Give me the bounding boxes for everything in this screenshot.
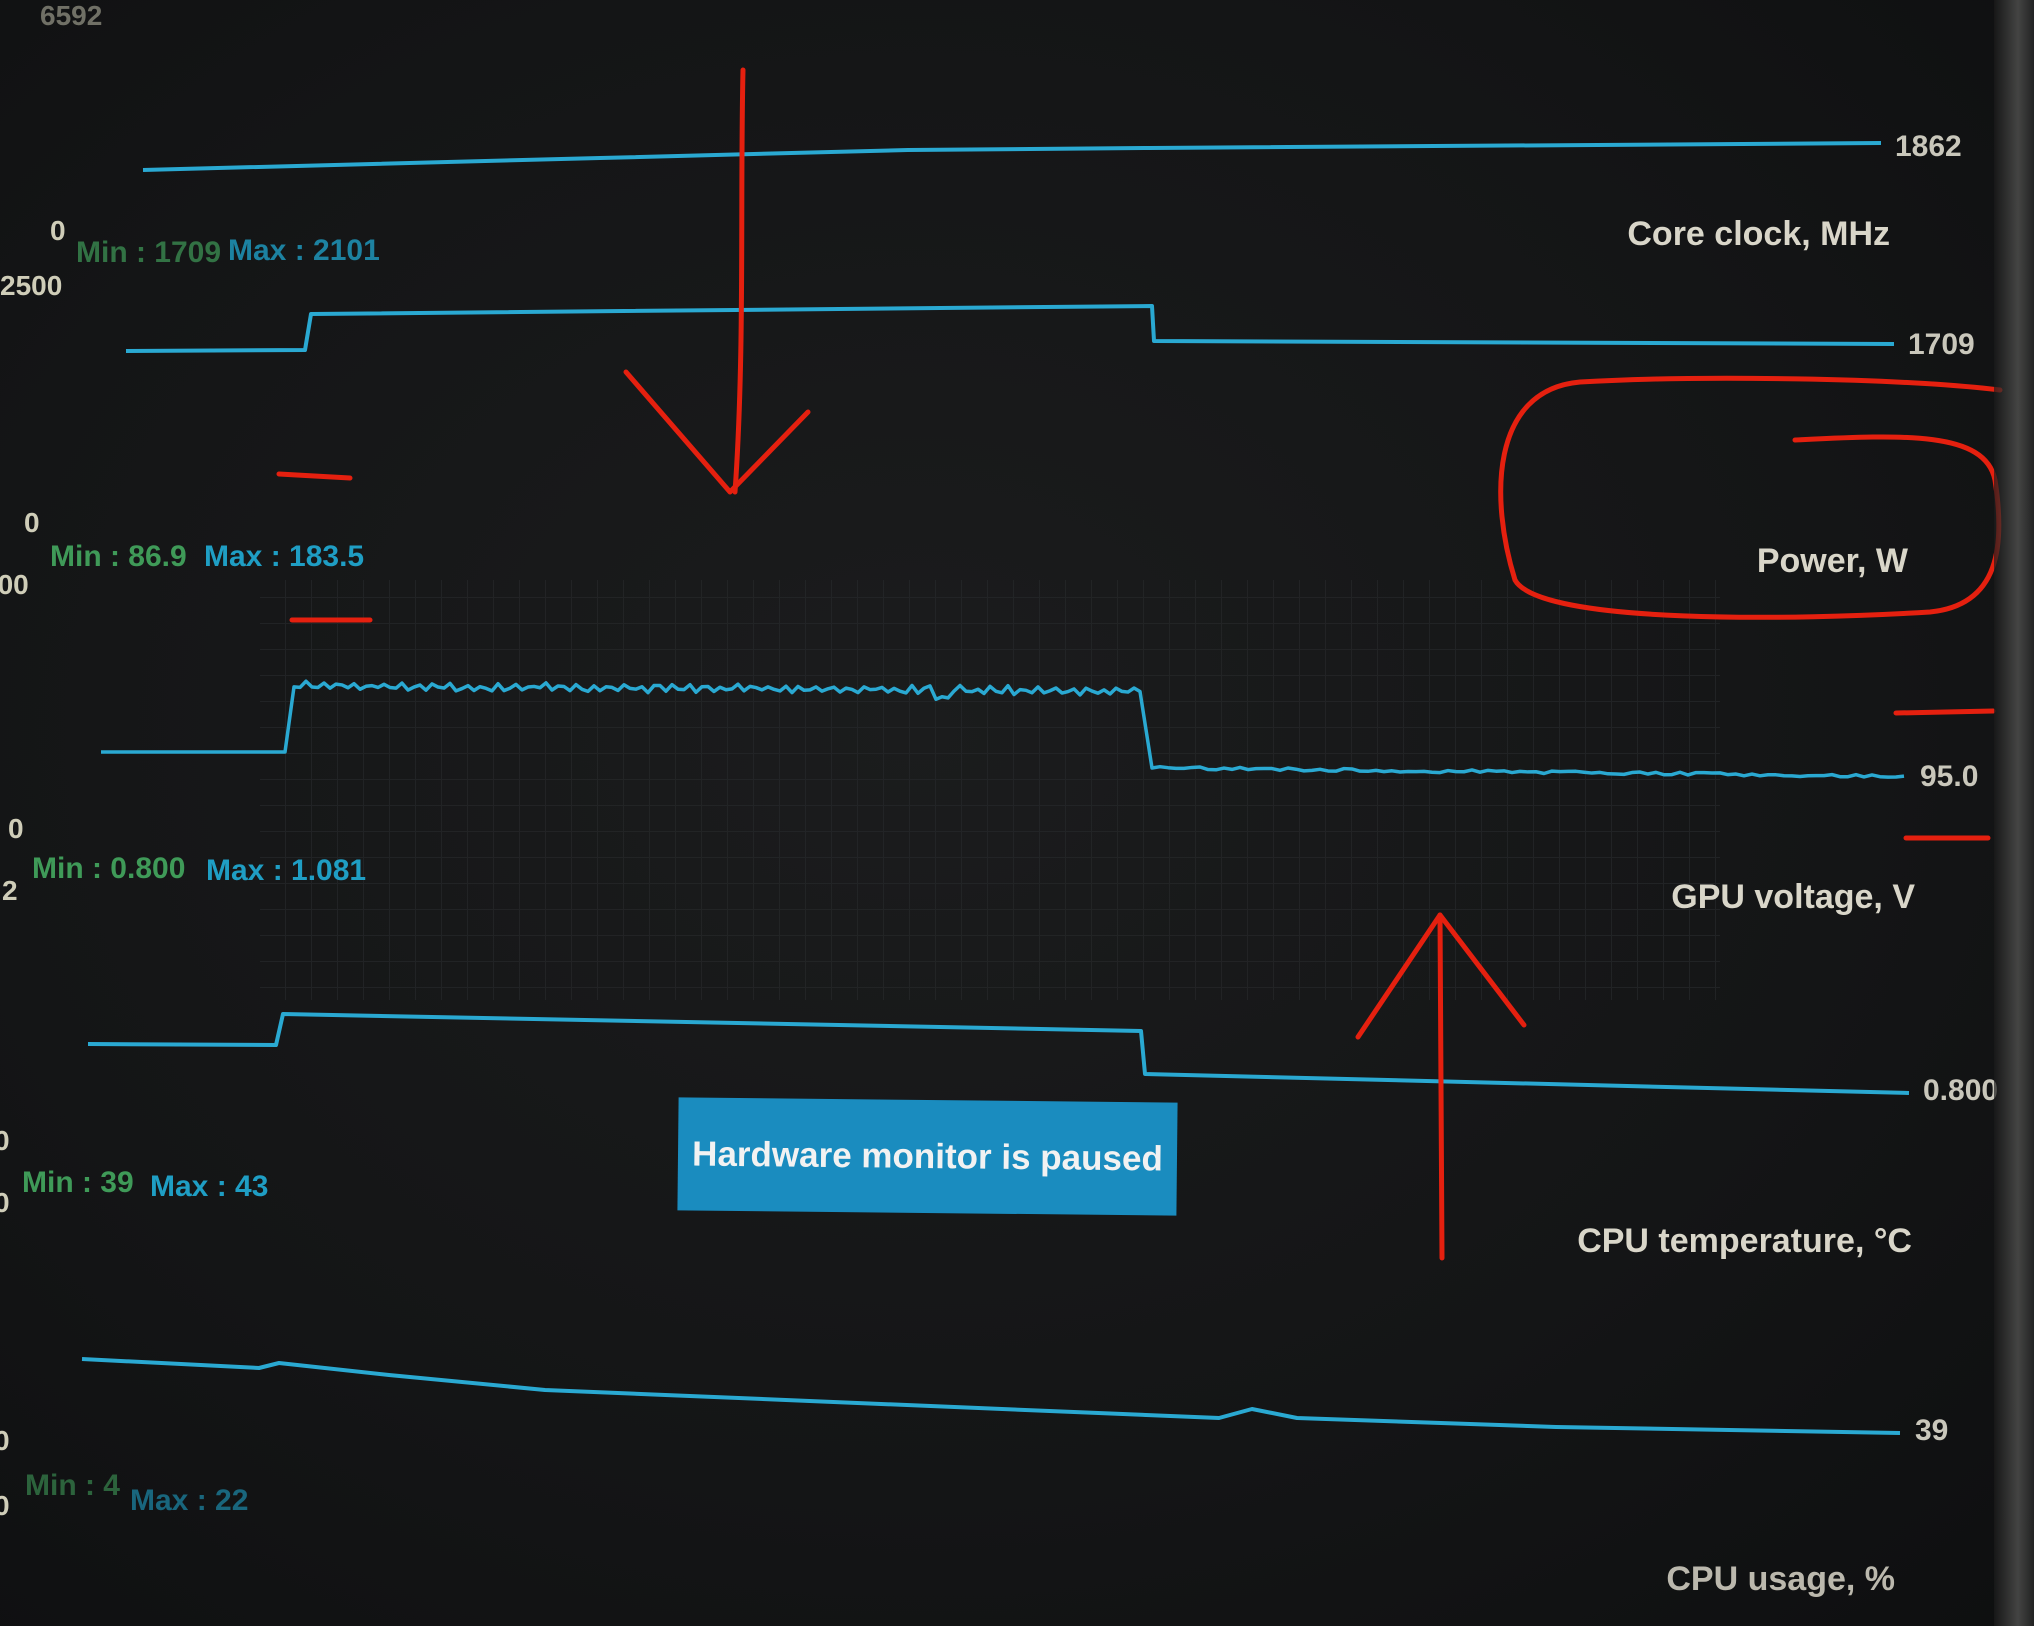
axis-bottom: 300 — [0, 569, 29, 600]
core-clock-current: 1862 — [1895, 130, 1962, 163]
cpu-usage-label: CPU usage, % — [1666, 1560, 1895, 1598]
voltage-max: Max : 1.081 — [206, 854, 366, 887]
axis-top: 0 — [50, 215, 66, 246]
down-arrow-head-icon — [626, 372, 808, 492]
current-value: 1709 — [1908, 328, 1975, 361]
cpu-temp-max: Max : 43 — [150, 1170, 268, 1203]
core-clock-label: Core clock, MHz — [1627, 215, 1890, 253]
cpu-temp-min: Min : 39 — [22, 1166, 134, 1199]
hardware-monitor-paused-banner[interactable]: Hardware monitor is paused — [677, 1097, 1177, 1215]
voltage-current: 0.800 — [1923, 1074, 1998, 1107]
axis-bottom: 2 — [2, 875, 18, 906]
axis-bottom: 2500 — [0, 270, 62, 301]
core-clock-line — [143, 143, 1881, 170]
min-value: Min : 1709 — [76, 236, 221, 269]
power-current: 95.0 — [1920, 760, 1978, 793]
power-label: Power, W — [1757, 542, 1909, 580]
gpu-voltage-label: GPU voltage, V — [1671, 878, 1915, 916]
power-max: Max : 183.5 — [204, 540, 364, 573]
down-arrow-icon — [735, 70, 743, 492]
cpu-usage-min: Min : 4 — [25, 1469, 120, 1502]
axis-top: 0 — [0, 1425, 10, 1456]
axis-bottom: 0 — [0, 1490, 10, 1521]
power-min: Min : 86.9 — [50, 540, 187, 573]
axis-top: 0 — [24, 507, 40, 538]
underline-mark — [279, 474, 350, 478]
cpu-temp-current: 39 — [1915, 1414, 1948, 1447]
voltage-line — [88, 1014, 1909, 1093]
underline-mark — [1896, 711, 1993, 713]
cpu-usage-max: Max : 22 — [130, 1484, 248, 1517]
cpu-temp-line — [82, 1359, 1900, 1433]
axis-label: 6592 — [40, 0, 102, 31]
voltage-min: Min : 0.800 — [32, 852, 185, 885]
max-value: Max : 2101 — [228, 234, 380, 267]
axis-top: 0 — [8, 813, 24, 844]
axis-bottom: 0 — [0, 1187, 10, 1218]
up-arrow-icon — [1440, 915, 1442, 1258]
axis-top: 0 — [0, 1125, 10, 1156]
screen-edge — [1994, 0, 2034, 1626]
cpu-temp-label: CPU temperature, °C — [1577, 1222, 1912, 1260]
graph-line — [126, 306, 1894, 351]
graph-grid — [260, 580, 1720, 1000]
